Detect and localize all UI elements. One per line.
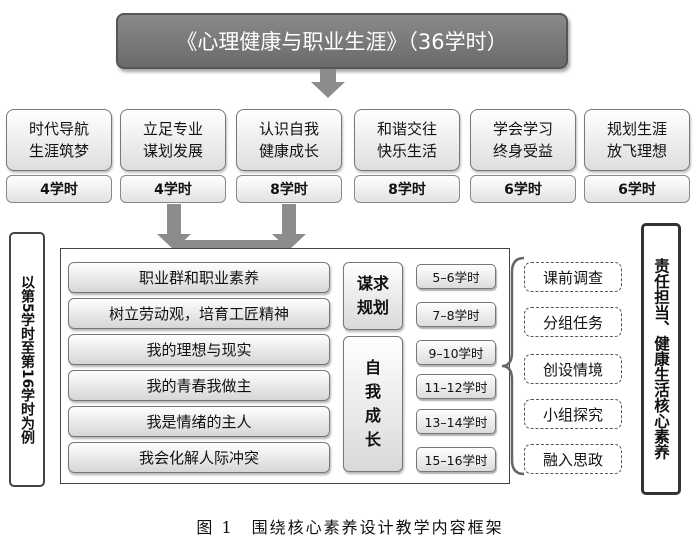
phase-self-growth: 自 我 成 长 [343, 336, 403, 472]
method-4: 小组探究 [524, 399, 622, 429]
unit-card-6: 规划生涯 放飞理想 [584, 109, 690, 171]
unit-hours-1: 4学时 [6, 175, 112, 203]
unit-name-1: 时代导航 生涯筑梦 [28, 120, 89, 160]
figure-caption: 图 1 围绕核心素养设计教学内容框架 [0, 513, 700, 539]
unit-name-6: 规划生涯 放飞理想 [606, 120, 667, 160]
method-label-4: 小组探究 [542, 405, 603, 424]
unit-hours-label-4: 8学时 [388, 182, 426, 198]
unit-name-4: 和谐交往 快乐生活 [376, 120, 437, 160]
hour-range-label-2: 7–8学时 [432, 308, 480, 323]
phase-planning-label: 谋求 规划 [356, 274, 389, 317]
hour-range-2: 7–8学时 [416, 302, 496, 327]
hour-range-5: 13–14学时 [416, 409, 496, 434]
method-label-2: 分组任务 [542, 313, 603, 332]
hour-range-label-4: 11–12学时 [424, 380, 488, 395]
hour-range-label-1: 5–6学时 [432, 270, 480, 285]
unit-name-5: 学会学习 终身受益 [492, 120, 553, 160]
course-title: 《心理健康与职业生涯》（36学时） [176, 30, 508, 54]
topic-label-6: 我会化解人际冲突 [138, 449, 259, 467]
hour-range-3: 9–10学时 [416, 340, 496, 365]
method-label-3: 创设情境 [542, 360, 603, 379]
unit-hours-label-2: 4学时 [154, 182, 192, 198]
example-range-note: 以第5学时至第16学时为例 [9, 232, 45, 487]
topic-label-5: 我是情绪的主人 [146, 413, 252, 431]
topic-item-1: 职业群和职业素养 [68, 262, 330, 293]
unit2-down-arrow-shaft [167, 204, 181, 236]
unit-card-1: 时代导航 生涯筑梦 [6, 109, 112, 171]
hour-range-label-5: 13–14学时 [424, 415, 488, 430]
example-range-text: 以第5学时至第16学时为例 [19, 274, 35, 445]
hour-range-4: 11–12学时 [416, 374, 496, 399]
topic-label-1: 职业群和职业素养 [138, 269, 259, 287]
unit-hours-3: 8学时 [236, 175, 342, 203]
unit-hours-label-1: 4学时 [40, 182, 78, 198]
hour-range-label-3: 9–10学时 [428, 346, 484, 361]
title-down-arrow-head [311, 82, 345, 98]
method-label-5: 融入思政 [542, 450, 603, 469]
method-2: 分组任务 [524, 307, 622, 337]
title-down-arrow-shaft [320, 69, 336, 83]
unit-card-3: 认识自我 健康成长 [236, 109, 342, 171]
unit-hours-label-5: 6学时 [504, 182, 542, 198]
unit-hours-5: 6学时 [470, 175, 576, 203]
hour-range-6: 15–16学时 [416, 447, 496, 472]
unit-card-5: 学会学习 终身受益 [470, 109, 576, 171]
topic-item-6: 我会化解人际冲突 [68, 442, 330, 473]
hour-range-1: 5–6学时 [416, 264, 496, 289]
course-title-banner: 《心理健康与职业生涯》（36学时） [116, 13, 568, 69]
phase-planning: 谋求 规划 [343, 262, 403, 330]
method-3: 创设情境 [524, 354, 622, 384]
topic-item-5: 我是情绪的主人 [68, 406, 330, 437]
unit-name-3: 认识自我 健康成长 [258, 120, 319, 160]
unit3-down-arrow-shaft [282, 204, 296, 236]
figure-caption-text: 图 1 围绕核心素养设计教学内容框架 [196, 518, 504, 537]
phase-self-growth-label: 自 我 成 长 [364, 358, 381, 449]
core-competency-text: 责任担当、健康生活核心素养 [652, 258, 670, 460]
topic-label-2: 树立劳动观，培育工匠精神 [108, 305, 289, 323]
unit-card-2: 立足专业 谋划发展 [120, 109, 226, 171]
unit-hours-6: 6学时 [584, 175, 690, 203]
core-competency-note: 责任担当、健康生活核心素养 [641, 223, 681, 495]
unit-hours-2: 4学时 [120, 175, 226, 203]
topic-label-4: 我的青春我做主 [146, 377, 252, 395]
curly-brace [501, 256, 525, 476]
topic-item-3: 我的理想与现实 [68, 334, 330, 365]
method-5: 融入思政 [524, 444, 622, 474]
hour-range-label-6: 15–16学时 [424, 453, 488, 468]
method-1: 课前调查 [524, 262, 622, 292]
unit-hours-label-3: 8学时 [270, 182, 308, 198]
unit-hours-label-6: 6学时 [618, 182, 656, 198]
topic-label-3: 我的理想与现实 [146, 341, 252, 359]
unit-hours-4: 8学时 [354, 175, 460, 203]
topic-item-2: 树立劳动观，培育工匠精神 [68, 298, 330, 329]
unit-card-4: 和谐交往 快乐生活 [354, 109, 460, 171]
topic-item-4: 我的青春我做主 [68, 370, 330, 401]
unit-name-2: 立足专业 谋划发展 [142, 120, 203, 160]
method-label-1: 课前调查 [542, 268, 603, 287]
